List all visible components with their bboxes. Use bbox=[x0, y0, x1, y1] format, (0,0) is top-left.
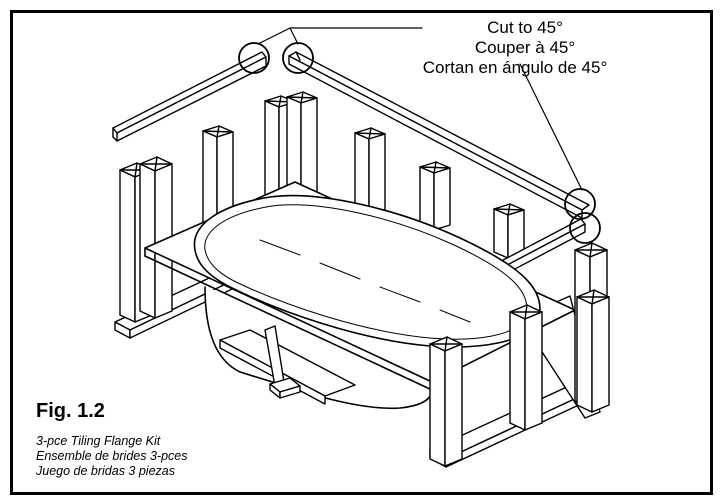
stud-front-right bbox=[429, 242, 610, 467]
caption-english: 3-pce Tiling Flange Kit bbox=[36, 434, 161, 448]
figure-label: Fig. 1.2 bbox=[36, 400, 105, 422]
callout-spanish: Cortan en ángulo de 45° bbox=[422, 58, 608, 77]
callout-english: Cut to 45° bbox=[487, 18, 563, 37]
stud-left-front bbox=[119, 156, 173, 323]
cut-circle-right-lower bbox=[569, 212, 601, 244]
tiling-flange-left bbox=[112, 51, 267, 142]
cut-angle-callout: Cut to 45° Couper à 45° Cortan en ángulo… bbox=[400, 18, 650, 78]
caption-spanish: Juego de bridas 3 piezas bbox=[36, 464, 175, 478]
caption-french: Ensemble de brides 3-pces bbox=[36, 449, 188, 463]
tub-support bbox=[219, 325, 356, 405]
cut-detail-circles bbox=[238, 42, 601, 244]
stud-back-6 bbox=[493, 203, 525, 259]
callout-leader-lines bbox=[257, 27, 583, 191]
figure-caption: 3-pce Tiling Flange Kit Ensemble de brid… bbox=[36, 434, 187, 479]
cut-circle-top-left bbox=[238, 42, 270, 74]
callout-french: Couper à 45° bbox=[474, 38, 576, 57]
stud-back-4 bbox=[354, 127, 386, 223]
stud-back-5 bbox=[419, 161, 451, 231]
cut-circle-right-upper bbox=[564, 188, 596, 220]
bathtub bbox=[144, 181, 576, 410]
